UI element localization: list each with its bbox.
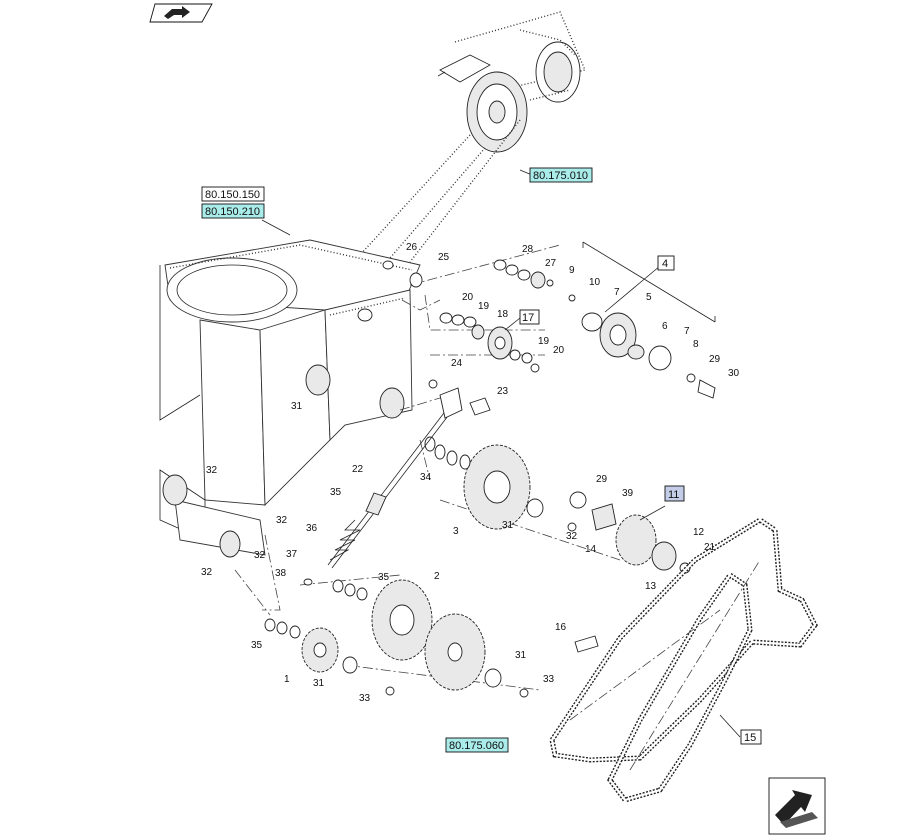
callout: 1: [284, 674, 290, 685]
ref-bottom[interactable]: 80.175.060: [445, 737, 509, 753]
callout-numbers: 1 2 3 5 6 7 7 8 9 10 12 13 14 16 18 19 1…: [201, 242, 740, 704]
callout: 31: [515, 650, 527, 661]
callout: 18: [497, 309, 509, 320]
tension-rod: [303, 387, 463, 586]
page-prev-icon[interactable]: [149, 3, 213, 23]
main-frame: [159, 239, 421, 558]
ref-frame-b[interactable]: 80.150.210: [201, 203, 265, 219]
callout: 29: [709, 354, 721, 365]
callout: 35: [378, 572, 390, 583]
callout: 30: [728, 368, 740, 379]
callout: 32: [254, 550, 266, 561]
callout: 9: [569, 265, 575, 276]
callout: 29: [596, 474, 608, 485]
callout: 25: [438, 252, 450, 263]
upper-drive-assembly: [359, 11, 586, 263]
callout: 5: [646, 292, 652, 303]
callout: 24: [451, 358, 463, 369]
callout: 38: [275, 568, 287, 579]
callout: 8: [693, 339, 699, 350]
callout: 3: [453, 526, 459, 537]
callout: 13: [645, 581, 657, 592]
callout: 33: [543, 674, 555, 685]
callout: 20: [553, 345, 565, 356]
callout: 31: [502, 520, 514, 531]
callout: 20: [462, 292, 474, 303]
ref-top-belt[interactable]: 80.175.010: [529, 167, 593, 183]
item-box-4: 4: [657, 255, 675, 271]
roller-chains: [549, 517, 818, 803]
callout: 22: [352, 464, 364, 475]
svg-text:80.150.150: 80.150.150: [205, 189, 260, 201]
tensioner-assembly: [382, 241, 716, 416]
callout: 36: [306, 523, 318, 534]
callout: 37: [286, 549, 298, 560]
callout: 31: [313, 678, 325, 689]
callout: 33: [359, 693, 371, 704]
callout: 27: [545, 258, 557, 269]
item-box-11[interactable]: 11: [664, 485, 685, 502]
callout: 32: [206, 465, 218, 476]
svg-text:4: 4: [662, 258, 668, 270]
callout: 32: [276, 515, 288, 526]
callout: 10: [589, 277, 601, 288]
callout: 19: [478, 301, 490, 312]
callout: 35: [330, 487, 342, 498]
ref-frame-a[interactable]: 80.150.150: [201, 186, 265, 202]
sprockets: [264, 436, 691, 698]
callout: 2: [434, 571, 440, 582]
svg-text:15: 15: [744, 732, 756, 744]
item-box-15: 15: [740, 729, 762, 745]
callout: 7: [684, 326, 690, 337]
callout: 26: [406, 242, 418, 253]
callout: 14: [585, 544, 597, 555]
callout: 31: [291, 401, 303, 412]
svg-text:17: 17: [522, 312, 534, 324]
callout: 34: [420, 472, 432, 483]
callout: 39: [622, 488, 634, 499]
callout: 21: [704, 542, 716, 553]
callout: 28: [522, 244, 534, 255]
callout: 6: [662, 321, 668, 332]
callout: 32: [201, 567, 213, 578]
item-box-17: 17: [519, 309, 540, 325]
svg-text:80.175.010: 80.175.010: [533, 170, 588, 182]
callout: 16: [555, 622, 567, 633]
page-next-icon[interactable]: [768, 777, 826, 835]
callout: 7: [614, 287, 620, 298]
callout: 12: [693, 527, 705, 538]
svg-text:80.175.060: 80.175.060: [449, 740, 504, 752]
assembly-centerlines: [234, 244, 621, 691]
callout: 32: [566, 531, 578, 542]
svg-text:80.150.210: 80.150.210: [205, 206, 260, 218]
callout: 19: [538, 336, 550, 347]
callout: 23: [497, 386, 509, 397]
svg-text:11: 11: [668, 489, 679, 501]
callout: 35: [251, 640, 263, 651]
